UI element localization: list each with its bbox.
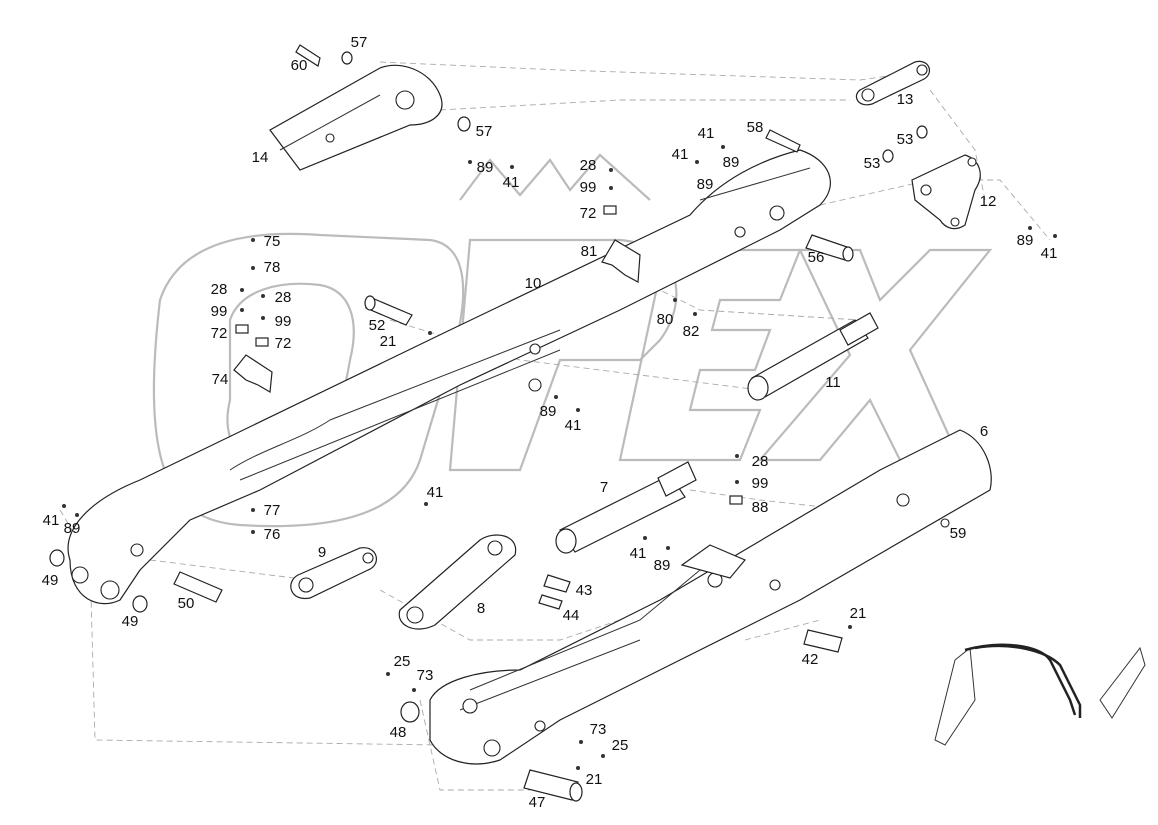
part-7-cylinder	[555, 461, 697, 554]
callout-77: 77	[264, 502, 281, 519]
callout-28: 28	[211, 281, 228, 298]
callout-81: 81	[581, 243, 598, 260]
callout-41: 41	[630, 545, 647, 562]
pin-60	[295, 44, 471, 132]
part-52-pin	[364, 295, 413, 326]
part-56-pin	[805, 234, 854, 262]
part-8-link	[398, 534, 517, 630]
part-42-pin	[803, 629, 843, 653]
callout-21: 21	[586, 771, 603, 788]
hose-overview-inset	[934, 643, 1146, 746]
callout-47: 47	[529, 794, 546, 811]
callout-12: 12	[980, 193, 997, 210]
callout-21: 21	[380, 333, 397, 350]
part-12-bracket	[882, 125, 981, 230]
callout-99: 99	[211, 303, 228, 320]
callout-50: 50	[178, 595, 195, 612]
callout-41: 41	[698, 125, 715, 142]
callout-41: 41	[43, 512, 60, 529]
callout-73: 73	[417, 667, 434, 684]
callout-60: 60	[291, 57, 308, 74]
callout-11: 11	[825, 374, 841, 391]
callout-99: 99	[275, 313, 292, 330]
callout-9: 9	[318, 544, 326, 561]
callout-13: 13	[897, 91, 914, 108]
part-11-cylinder	[747, 312, 879, 401]
part-74-bracket	[233, 354, 273, 393]
callout-56: 56	[808, 249, 825, 266]
part-14-arm-end	[269, 64, 443, 171]
part-10-boom	[67, 149, 831, 605]
callout-10: 10	[525, 275, 542, 292]
callout-43: 43	[576, 582, 593, 599]
callout-48: 48	[390, 724, 407, 741]
fasteners	[62, 145, 1057, 770]
callout-89: 89	[477, 159, 494, 176]
part-9-link	[290, 547, 377, 600]
callout-89: 89	[64, 520, 81, 537]
callout-74: 74	[212, 371, 229, 388]
callout-89: 89	[654, 557, 671, 574]
callout-58: 58	[747, 119, 764, 136]
callout-53: 53	[897, 131, 914, 148]
callout-59: 59	[950, 525, 967, 542]
callout-99: 99	[580, 179, 597, 196]
part-13-link	[855, 60, 931, 106]
callout-72: 72	[275, 335, 292, 352]
callout-57: 57	[351, 34, 368, 51]
callout-52: 52	[369, 317, 386, 334]
callout-80: 80	[657, 311, 674, 328]
washers-49	[49, 549, 148, 613]
callout-72: 72	[580, 205, 597, 222]
callout-75: 75	[264, 233, 281, 250]
callout-72: 72	[211, 325, 228, 342]
pin-43-44	[538, 574, 571, 610]
callout-8: 8	[477, 600, 485, 617]
callout-41: 41	[1041, 245, 1058, 262]
callout-53: 53	[864, 155, 881, 172]
part-6-arm	[429, 429, 992, 765]
part-81-bracket	[601, 239, 641, 283]
callout-28: 28	[580, 157, 597, 174]
callout-28: 28	[275, 289, 292, 306]
callout-41: 41	[672, 146, 689, 163]
part-58-pin	[765, 129, 801, 153]
callout-57: 57	[476, 123, 493, 140]
callout-78: 78	[264, 259, 281, 276]
part-48-bushing	[400, 701, 420, 723]
callout-14: 14	[252, 149, 269, 166]
callout-7: 7	[600, 479, 608, 496]
callout-25: 25	[612, 737, 629, 754]
callout-73: 73	[590, 721, 607, 738]
callout-76: 76	[264, 526, 281, 543]
callout-6: 6	[980, 423, 988, 440]
callout-49: 49	[122, 613, 139, 630]
callout-28: 28	[752, 453, 769, 470]
callout-89: 89	[723, 154, 740, 171]
callout-42: 42	[802, 651, 819, 668]
callout-99: 99	[752, 475, 769, 492]
callout-41: 41	[427, 484, 444, 501]
callout-89: 89	[540, 403, 557, 420]
callout-41: 41	[503, 174, 520, 191]
part-47-pin	[523, 769, 583, 802]
callout-44: 44	[563, 607, 580, 624]
callout-21: 21	[850, 605, 867, 622]
callout-89: 89	[697, 176, 714, 193]
callout-49: 49	[42, 572, 59, 589]
callout-89: 89	[1017, 232, 1034, 249]
callout-25: 25	[394, 653, 411, 670]
callout-88: 88	[752, 499, 769, 516]
part-50-pin	[173, 571, 223, 603]
callout-82: 82	[683, 323, 700, 340]
callout-41: 41	[565, 417, 582, 434]
